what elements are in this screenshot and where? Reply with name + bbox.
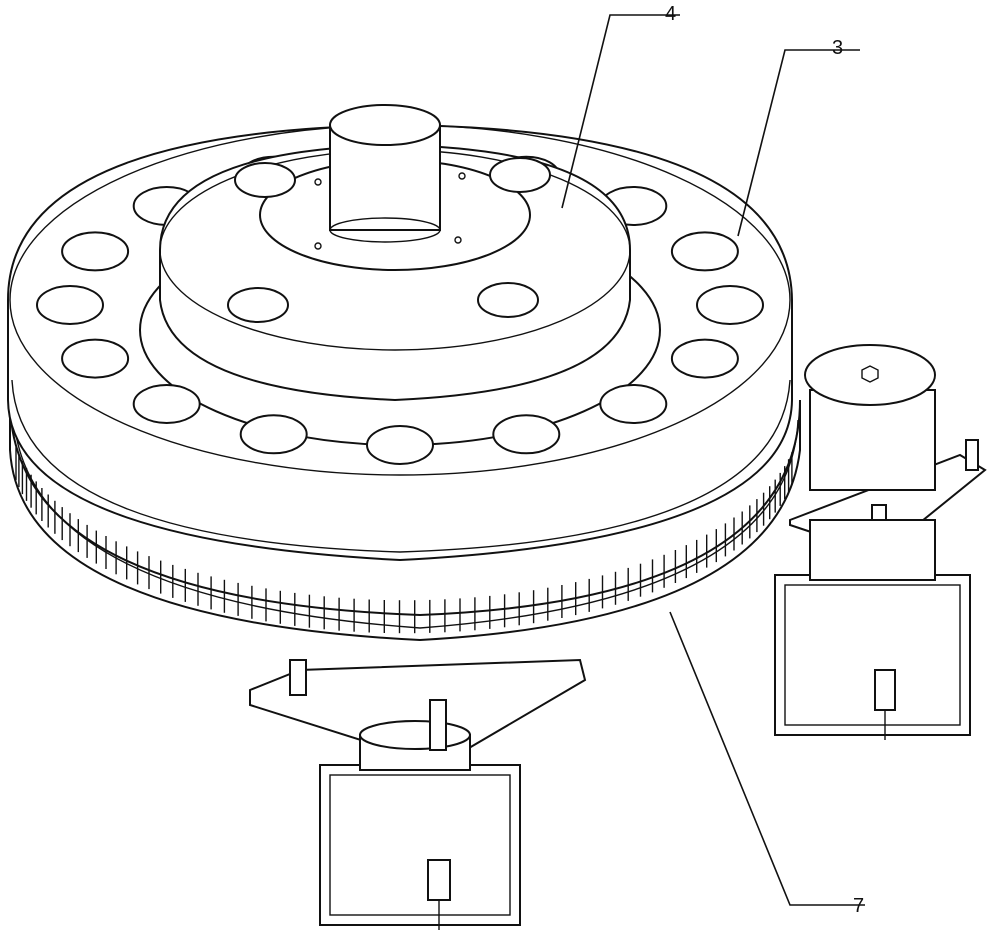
callout-part-3: 3	[832, 37, 843, 59]
disc-hole	[239, 414, 308, 455]
disc-hole	[61, 231, 130, 272]
disc-hole	[696, 285, 764, 325]
disc-hole	[61, 338, 130, 379]
callout-part-7: 7	[853, 895, 864, 917]
disc-hole	[36, 285, 104, 325]
disc-hole	[599, 384, 668, 424]
callout-part-4: 4	[665, 3, 676, 25]
disc-hole	[492, 414, 561, 455]
disc-hole	[366, 425, 434, 465]
central-shaft	[329, 104, 441, 243]
disc-hole	[132, 384, 201, 424]
bottom-stepper-motor	[249, 658, 587, 930]
ring-gear	[9, 399, 801, 642]
right-stepper-motor	[774, 344, 987, 740]
disc-hole	[670, 231, 739, 272]
disc-hole	[670, 338, 739, 379]
leader-lines	[561, 14, 865, 906]
